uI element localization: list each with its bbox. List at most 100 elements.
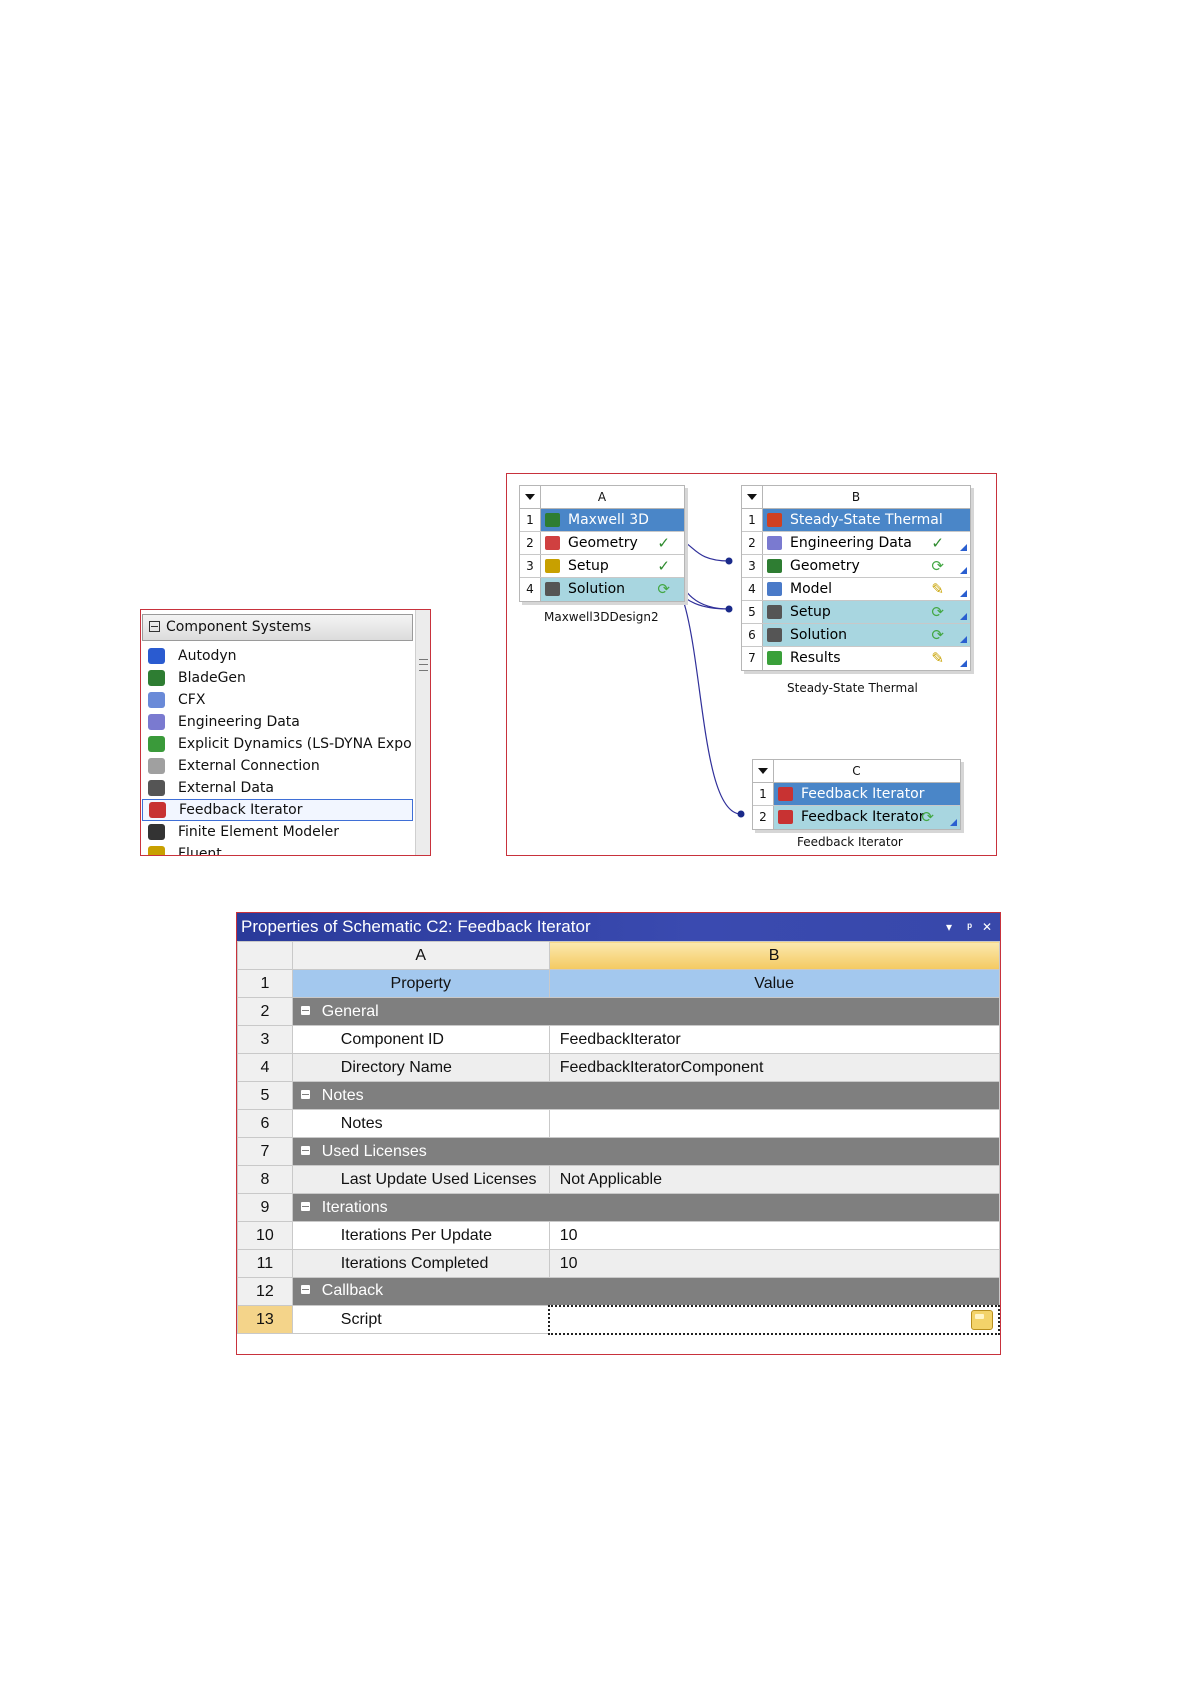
- system-c-caption[interactable]: Feedback Iterator: [797, 835, 903, 849]
- row-number[interactable]: 5: [237, 1081, 293, 1110]
- system-a-header[interactable]: A: [520, 486, 684, 509]
- toolbox-item[interactable]: BladeGen: [142, 667, 413, 689]
- property-value[interactable]: 10: [548, 1221, 1000, 1250]
- toolbox-item[interactable]: Autodyn: [142, 645, 413, 667]
- toolbox-item[interactable]: Finite Element Modeler: [142, 821, 413, 843]
- cell-body[interactable]: Solution⟳: [763, 624, 970, 646]
- group-header[interactable]: Iterations: [291, 1193, 1000, 1222]
- system-c-header[interactable]: C: [753, 760, 960, 783]
- cell-body[interactable]: Geometry⟳: [763, 555, 970, 577]
- row-number[interactable]: 1: [237, 969, 293, 998]
- toolbox-item[interactable]: External Data: [142, 777, 413, 799]
- cell-body[interactable]: Solution⟳: [541, 578, 684, 601]
- property-value[interactable]: FeedbackIterator: [548, 1025, 1000, 1054]
- system-b-caption[interactable]: Steady-State Thermal: [787, 681, 918, 695]
- cell-body[interactable]: Results✎: [763, 647, 970, 670]
- system-b-dropdown-icon[interactable]: [742, 486, 763, 508]
- group-header[interactable]: Notes: [291, 1081, 1000, 1110]
- row-number: 6: [742, 624, 763, 646]
- collapse-icon[interactable]: [300, 1201, 310, 1211]
- row-number[interactable]: 7: [237, 1137, 293, 1166]
- panel-menu-icon[interactable]: ▾: [945, 920, 952, 934]
- collapse-icon[interactable]: [300, 1005, 310, 1015]
- context-corner-icon[interactable]: [960, 636, 967, 643]
- cell-body[interactable]: Feedback Iterator: [774, 783, 960, 805]
- system-a-caption[interactable]: Maxwell3DDesign2: [544, 610, 659, 624]
- toolbox-item[interactable]: Engineering Data: [142, 711, 413, 733]
- row-number[interactable]: 11: [237, 1249, 293, 1278]
- row-number[interactable]: 4: [237, 1053, 293, 1082]
- property-value[interactable]: FeedbackIteratorComponent: [548, 1053, 1000, 1082]
- row-number[interactable]: 10: [237, 1221, 293, 1250]
- collapse-icon[interactable]: [300, 1089, 310, 1099]
- cell-body[interactable]: Setup⟳: [763, 601, 970, 623]
- component-systems-header[interactable]: Component Systems: [142, 614, 413, 641]
- row-number[interactable]: 13: [237, 1305, 293, 1334]
- row-number[interactable]: 8: [237, 1165, 293, 1194]
- corner-cell[interactable]: [237, 941, 293, 970]
- toolbox-item[interactable]: Fluent: [142, 843, 413, 855]
- context-corner-icon[interactable]: [960, 590, 967, 597]
- context-corner-icon[interactable]: [960, 613, 967, 620]
- script-field[interactable]: [548, 1304, 1000, 1335]
- toolbox-item[interactable]: Feedback Iterator: [142, 799, 413, 821]
- context-corner-icon[interactable]: [960, 567, 967, 574]
- cell-body[interactable]: Model✎: [763, 578, 970, 600]
- toolbox-item[interactable]: Explicit Dynamics (LS-DYNA Expo: [142, 733, 413, 755]
- context-corner-icon[interactable]: [950, 819, 957, 826]
- row-number[interactable]: 6: [237, 1109, 293, 1138]
- group-header[interactable]: General: [291, 997, 1000, 1026]
- row-number[interactable]: 12: [237, 1277, 293, 1306]
- row-number[interactable]: 9: [237, 1193, 293, 1222]
- cell-body[interactable]: Feedback Iterator⟳: [774, 806, 960, 829]
- cell-body[interactable]: Setup✓: [541, 555, 684, 577]
- collapse-icon[interactable]: [300, 1285, 310, 1295]
- collapse-icon[interactable]: [149, 621, 160, 632]
- cell-body[interactable]: Steady-State Thermal: [763, 509, 970, 531]
- group-header[interactable]: Used Licenses: [291, 1137, 1000, 1166]
- system-c-dropdown-icon[interactable]: [753, 760, 774, 782]
- cell-body[interactable]: Geometry✓: [541, 532, 684, 554]
- context-corner-icon[interactable]: [960, 544, 967, 551]
- toolbox-item[interactable]: External Connection: [142, 755, 413, 777]
- context-corner-icon[interactable]: [960, 660, 967, 667]
- browse-folder-icon[interactable]: [971, 1309, 993, 1330]
- group-header[interactable]: Callback: [291, 1277, 1000, 1306]
- toolbox-item[interactable]: CFX: [142, 689, 413, 711]
- cell-body[interactable]: Maxwell 3D: [541, 509, 684, 531]
- property-value[interactable]: [548, 1109, 1000, 1138]
- pin-icon[interactable]: ᵖ: [967, 920, 972, 934]
- property-value[interactable]: 10: [548, 1249, 1000, 1278]
- collapse-icon[interactable]: [300, 1145, 310, 1155]
- row-number[interactable]: 2: [237, 997, 293, 1026]
- column-b-header[interactable]: B: [548, 941, 1000, 970]
- system-b-header[interactable]: B: [742, 486, 970, 509]
- column-a-header[interactable]: A: [291, 941, 550, 970]
- system-a-dropdown-icon[interactable]: [520, 486, 541, 508]
- close-icon[interactable]: ✕: [981, 920, 992, 934]
- property-value[interactable]: Not Applicable: [548, 1165, 1000, 1194]
- property-name: Notes: [291, 1109, 550, 1138]
- toolbox-scrollbar[interactable]: [415, 610, 430, 855]
- feedback-iterator-icon: [149, 802, 166, 818]
- row-number[interactable]: 3: [237, 1025, 293, 1054]
- scrollbar-grip[interactable]: [419, 659, 428, 671]
- cell-body[interactable]: Engineering Data✓: [763, 532, 970, 554]
